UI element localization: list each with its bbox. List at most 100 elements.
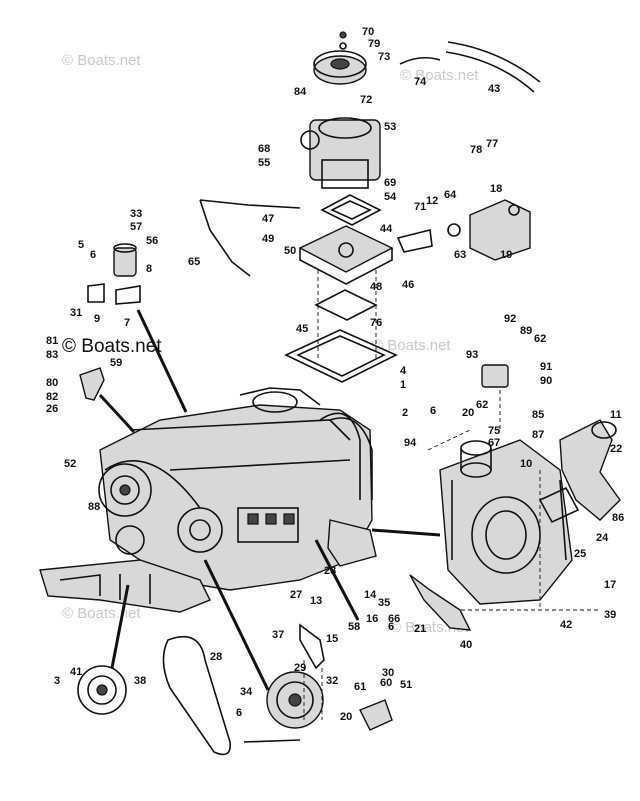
callout-42: 42	[560, 619, 572, 631]
callout-39: 39	[604, 609, 616, 621]
callout-6: 6	[388, 621, 394, 633]
callout-6: 6	[430, 405, 436, 417]
callout-76: 76	[370, 317, 382, 329]
pulleys-front	[98, 460, 223, 555]
callout-84: 84	[294, 86, 307, 98]
callout-88: 88	[88, 501, 100, 513]
callout-16: 16	[366, 613, 378, 625]
callout-50: 50	[284, 245, 296, 257]
callout-47: 47	[262, 213, 274, 225]
bolt-34	[243, 739, 301, 743]
callout-5: 5	[78, 239, 84, 251]
callout-90: 90	[540, 375, 552, 387]
callout-37: 37	[272, 629, 284, 641]
coil	[87, 243, 141, 305]
gasket-86	[538, 486, 580, 524]
callout-9: 9	[94, 313, 100, 325]
callout-65: 65	[188, 256, 200, 268]
leader-line	[98, 393, 136, 434]
callout-81: 81	[46, 335, 58, 347]
callout-51: 51	[400, 679, 412, 691]
leader-line	[136, 309, 188, 413]
callout-20: 20	[462, 407, 474, 419]
callout-48: 48	[370, 281, 382, 293]
callout-43: 43	[488, 83, 500, 95]
callout-53: 53	[384, 121, 396, 133]
callout-11: 11	[610, 409, 622, 421]
callout-77: 77	[486, 138, 498, 150]
exhaust-elbow	[327, 519, 377, 567]
carburetor	[300, 117, 381, 189]
callout-30: 30	[382, 667, 394, 679]
callout-52: 52	[64, 458, 76, 470]
bracket-59	[79, 367, 105, 401]
callout-26: 26	[46, 403, 58, 415]
callout-70: 70	[362, 26, 374, 38]
engine-block	[99, 387, 373, 591]
callout-14: 14	[364, 589, 377, 601]
choke-bracket	[396, 199, 531, 261]
callout-7: 7	[124, 317, 130, 329]
callout-17: 17	[604, 579, 616, 591]
callout-6: 6	[236, 707, 242, 719]
callout-2: 2	[402, 407, 408, 419]
callout-33: 33	[130, 208, 142, 220]
callout-44: 44	[380, 223, 393, 235]
callout-28: 28	[210, 651, 222, 663]
callout-78: 78	[470, 144, 482, 156]
callout-66: 66	[388, 613, 400, 625]
callout-91: 91	[540, 361, 552, 373]
callout-68: 68	[258, 143, 270, 155]
shield-42	[409, 574, 472, 631]
callout-64: 64	[444, 189, 457, 201]
callout-4: 4	[400, 365, 407, 377]
callout-73: 73	[378, 51, 390, 63]
leader-line	[314, 539, 360, 621]
callout-41: 41	[70, 666, 82, 678]
callout-71: 71	[414, 201, 426, 213]
crank-pulley	[77, 665, 127, 715]
callout-85: 85	[532, 409, 544, 421]
carb-gasket	[320, 194, 382, 226]
callout-23: 23	[324, 565, 336, 577]
callout-45: 45	[296, 323, 308, 335]
callout-57: 57	[130, 221, 142, 233]
watermark: © Boats.net	[62, 605, 141, 622]
callout-12: 12	[426, 195, 438, 207]
callout-83: 83	[46, 349, 58, 361]
callout-13: 13	[310, 595, 322, 607]
callout-24: 24	[596, 532, 609, 544]
callout-38: 38	[134, 675, 146, 687]
gasket-76	[284, 329, 398, 383]
callout-20: 20	[340, 711, 352, 723]
drive-belt	[162, 635, 231, 756]
callout-67: 67	[488, 437, 500, 449]
callout-93: 93	[466, 349, 478, 361]
callout-22: 22	[610, 443, 622, 455]
leader-line	[371, 528, 441, 537]
gasket-48	[314, 289, 378, 321]
callout-62: 62	[534, 333, 546, 345]
callout-60: 60	[380, 677, 392, 689]
callout-34: 34	[240, 686, 253, 698]
callout-21: 21	[414, 623, 426, 635]
fuel-line	[199, 199, 301, 277]
thermostat-housing	[460, 364, 509, 478]
watermark: © Boats.net	[62, 52, 141, 69]
callout-8: 8	[146, 263, 152, 275]
callout-61: 61	[354, 681, 366, 693]
hose	[399, 41, 541, 93]
callout-94: 94	[404, 437, 417, 449]
callout-58: 58	[348, 621, 360, 633]
callout-29: 29	[294, 662, 306, 674]
callout-31: 31	[70, 307, 82, 319]
callout-56: 56	[146, 235, 158, 247]
watermark: © Boats.net	[62, 336, 162, 357]
callout-27: 27	[290, 589, 302, 601]
callout-1: 1	[400, 379, 406, 391]
callout-46: 46	[402, 279, 414, 291]
callout-54: 54	[384, 191, 397, 203]
callout-82: 82	[46, 391, 58, 403]
